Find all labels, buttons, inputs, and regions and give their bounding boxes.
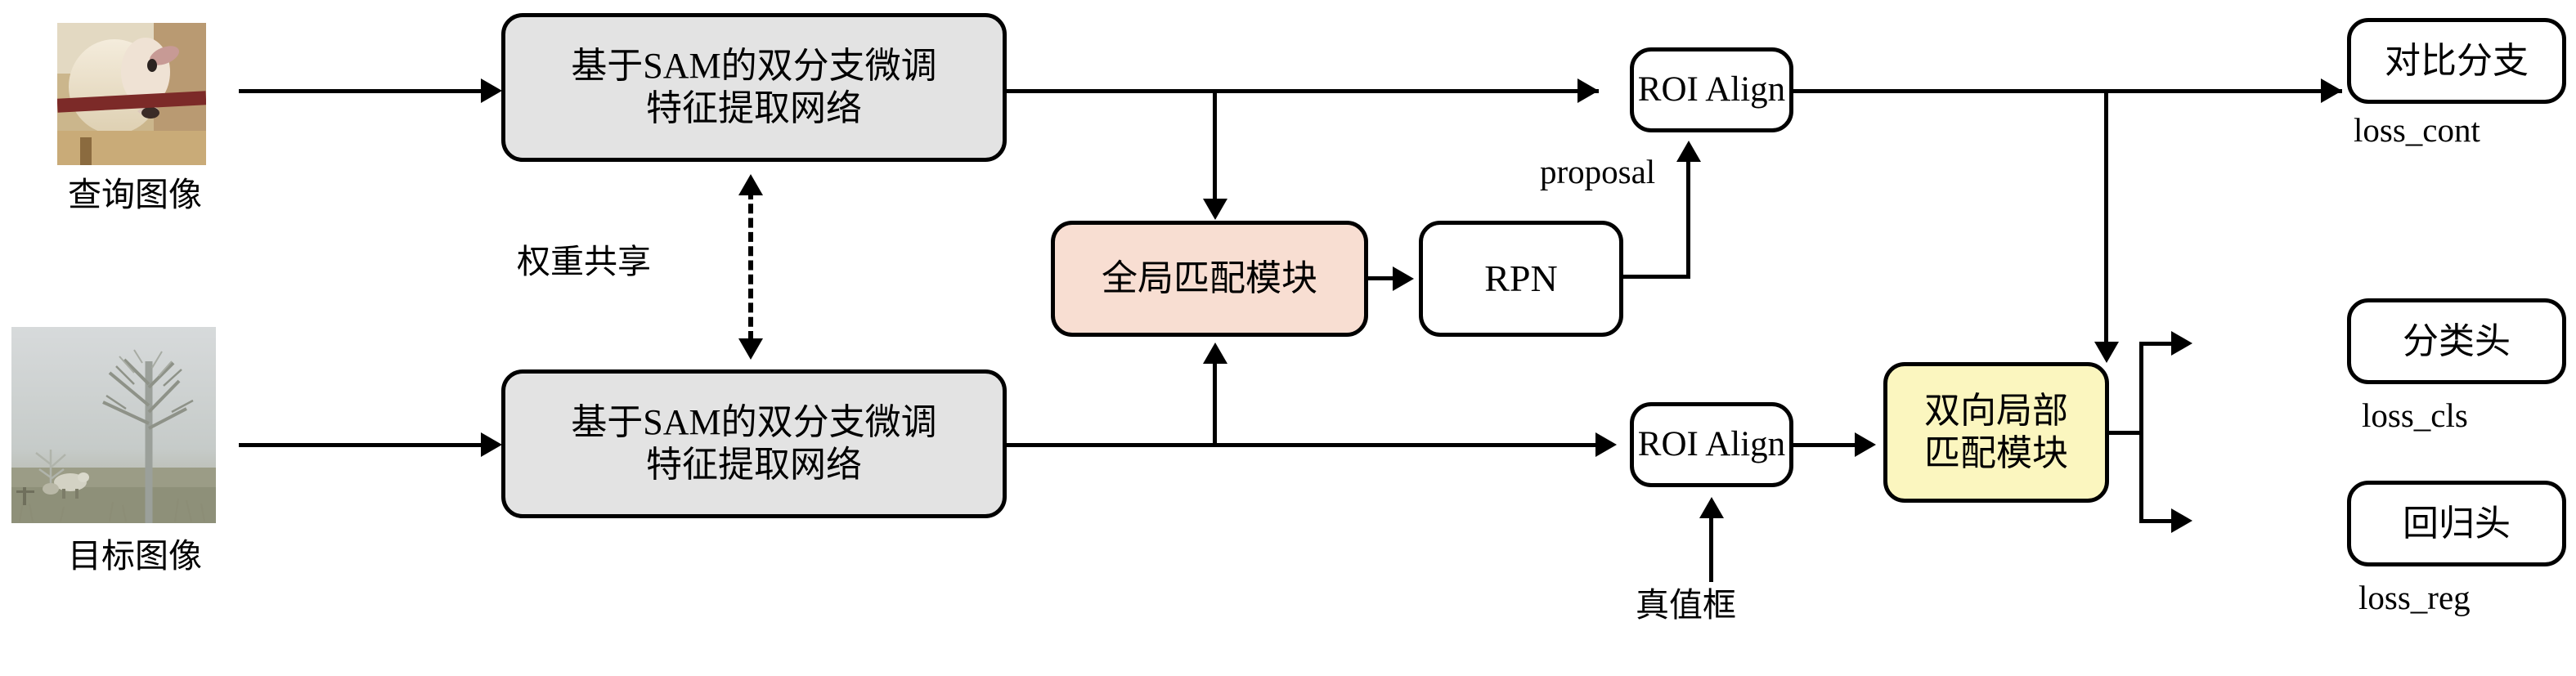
backbone-bottom-line2: 特征提取网络 [646,445,862,485]
edge-rpn-proposal-vertical [1686,160,1690,276]
arrowhead-weight-sharing-down [738,338,763,360]
arrowhead-to-contrast-branch [2321,78,2342,103]
edge-backbone-bottom-out [1007,443,1612,447]
local-matching-line2: 匹配模块 [1924,433,2068,473]
cls-head-label: 分类头 [2403,320,2511,361]
edge-target-to-backbone [239,443,482,447]
backbone-top-box[interactable]: 基于SAM的双分支微调 特征提取网络 [501,13,1007,162]
global-matching-label: 全局匹配模块 [1102,258,1317,299]
arrowhead-to-roi-align-top [1577,78,1599,103]
roi-align-bottom-box[interactable]: ROI Align [1630,402,1793,487]
rpn-label: RPN [1484,257,1558,299]
reg-head-box[interactable]: 回归头 [2347,481,2566,566]
edge-roi-align-top-to-local-match [2104,89,2108,346]
edge-backbone-top-out [1007,89,1599,93]
backbone-top-line2: 特征提取网络 [646,88,862,128]
target-image-caption: 目标图像 [68,537,202,575]
roi-align-top-label: ROI Align [1637,69,1786,109]
arrowhead-to-reg-head [2171,508,2192,533]
loss-cont-label: loss_cont [2354,111,2480,149]
arrowhead-weight-sharing-up [738,174,763,195]
loss-cls-label: loss_cls [2362,396,2468,434]
arrowhead-roi-align-top-to-local-match [2094,342,2119,363]
weight-sharing-dashed-line [748,190,753,341]
arrowhead-query-to-backbone [481,78,502,103]
contrast-branch-label: 对比分支 [2385,40,2529,81]
query-image-thumbnail [57,23,206,165]
backbone-top-line1: 基于SAM的双分支微调 [571,46,937,87]
global-matching-module-box[interactable]: 全局匹配模块 [1051,221,1368,337]
arrowhead-bottom-to-global-match [1203,342,1227,364]
roi-align-top-box[interactable]: ROI Align [1630,47,1793,132]
backbone-bottom-line1: 基于SAM的双分支微调 [571,402,937,443]
arrowhead-global-match-to-rpn [1393,266,1414,291]
local-matching-line1: 双向局部 [1924,391,2068,432]
arrowhead-to-roi-align-bottom [1595,432,1617,457]
local-matching-module-box[interactable]: 双向局部 匹配模块 [1883,362,2109,503]
edge-global-match-to-rpn [1368,276,1398,280]
edge-query-to-backbone [239,89,482,93]
arrowhead-proposal-to-roi-align-top [1676,141,1701,162]
arrowhead-roi-align-bottom-to-local-match [1855,432,1876,457]
target-image-thumbnail [11,327,216,523]
edge-rpn-proposal-horizontal [1623,275,1690,279]
edge-to-cls-head [2139,342,2188,346]
cls-head-box[interactable]: 分类头 [2347,298,2566,384]
loss-reg-label: loss_reg [2358,579,2471,616]
contrast-branch-box[interactable]: 对比分支 [2347,18,2566,104]
arrowhead-to-cls-head [2171,331,2192,356]
backbone-bottom-box[interactable]: 基于SAM的双分支微调 特征提取网络 [501,369,1007,518]
edge-roi-align-bottom-to-local-match [1793,443,1860,447]
gt-box-label: 真值框 [1636,586,1736,624]
arrowhead-gt-box-to-roi-align-bottom [1699,497,1724,518]
edge-local-match-split-vertical [2139,342,2143,523]
arrowhead-top-to-global-match [1203,199,1227,220]
arrowhead-target-to-backbone [481,432,502,457]
weight-sharing-label: 权重共享 [517,243,651,280]
edge-local-match-out-stub [2109,431,2143,435]
edge-backbone-bottom-to-global-match [1213,360,1217,446]
reg-head-label: 回归头 [2403,503,2511,544]
edge-to-reg-head [2139,519,2188,523]
edge-roi-align-top-out [1793,89,2342,93]
roi-align-bottom-label: ROI Align [1637,424,1786,463]
edge-gt-box-to-roi-align-bottom [1709,517,1713,582]
rpn-box[interactable]: RPN [1419,221,1623,337]
edge-backbone-top-to-global-match [1213,89,1217,202]
proposal-label: proposal [1540,153,1656,190]
query-image-caption: 查询图像 [68,176,202,213]
